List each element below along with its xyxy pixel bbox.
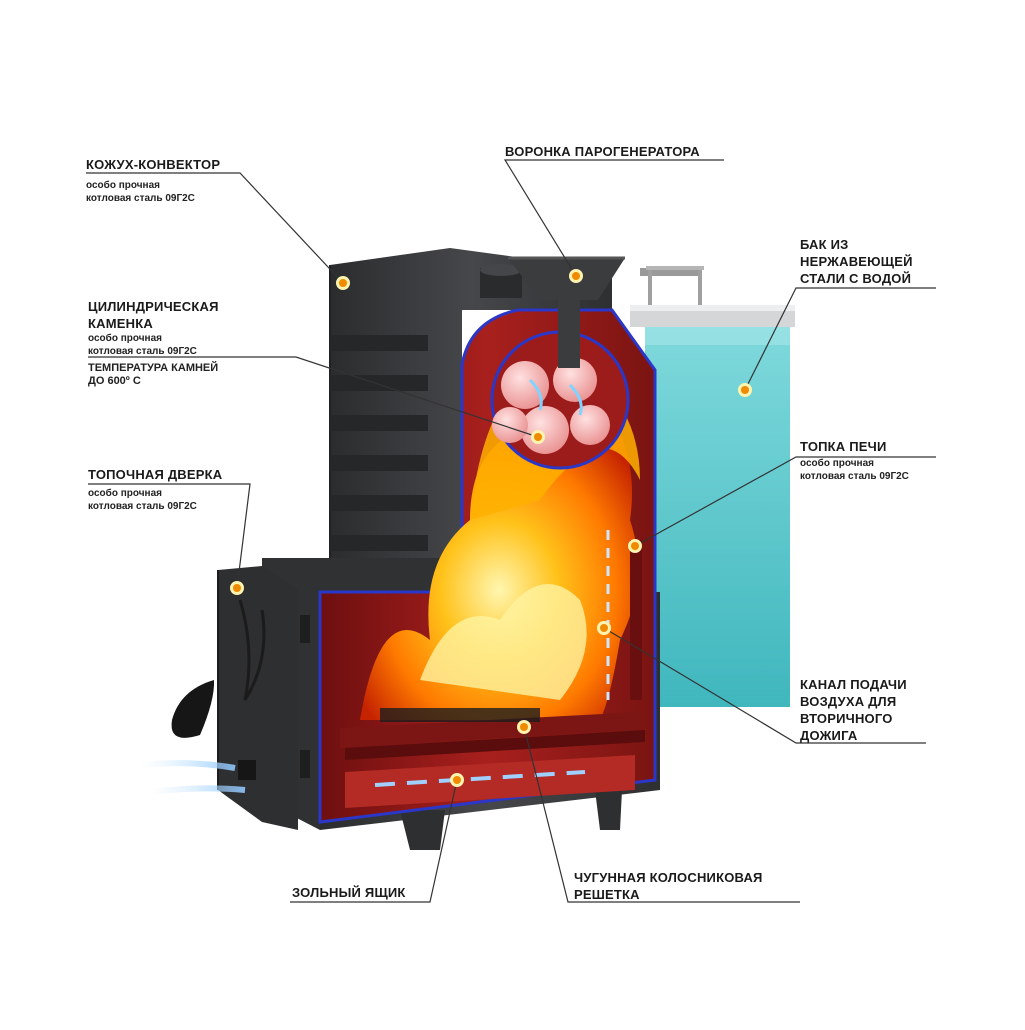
label-firebox: ТОПКА ПЕЧИ особо прочная котловая сталь … xyxy=(800,438,909,483)
label-ashbox-title: ЗОЛЬНЫЙ ЯЩИК xyxy=(292,885,406,900)
marker-tank xyxy=(738,383,752,397)
label-funnel: ВОРОНКА ПАРОГЕНЕРАТОРА xyxy=(505,143,700,160)
label-channel: КАНАЛ ПОДАЧИ ВОЗДУХА ДЛЯ ВТОРИЧНОГО ДОЖИ… xyxy=(800,676,907,744)
label-tank-line3: СТАЛИ С ВОДОЙ xyxy=(800,271,912,286)
label-stones-line2: КАМЕНКА xyxy=(88,316,153,331)
label-tank: БАК ИЗ НЕРЖАВЕЮЩЕЙ СТАЛИ С ВОДОЙ xyxy=(800,236,913,287)
label-firebox-sub2: котловая сталь 09Г2С xyxy=(800,471,909,482)
marker-door xyxy=(230,581,244,595)
marker-funnel xyxy=(569,269,583,283)
marker-casing xyxy=(336,276,350,290)
label-channel-line4: ДОЖИГА xyxy=(800,728,858,743)
marker-stones xyxy=(531,430,545,444)
label-casing-title: КОЖУХ-КОНВЕКТОР xyxy=(86,157,221,172)
callout-markers xyxy=(230,269,752,787)
label-firebox-title: ТОПКА ПЕЧИ xyxy=(800,439,887,454)
marker-firebox xyxy=(628,539,642,553)
label-grate: ЧУГУННАЯ КОЛОСНИКОВАЯ РЕШЕТКА xyxy=(574,869,763,903)
label-casing-sub1: особо прочная xyxy=(86,180,160,191)
steam-funnel xyxy=(508,256,625,368)
marker-ashbox xyxy=(450,773,464,787)
water-tank xyxy=(630,266,795,707)
label-door-sub2: котловая сталь 09Г2С xyxy=(88,501,197,512)
label-funnel-title: ВОРОНКА ПАРОГЕНЕРАТОРА xyxy=(505,144,700,159)
label-door-sub1: особо прочная xyxy=(88,488,162,499)
marker-grate xyxy=(517,720,531,734)
label-channel-line1: КАНАЛ ПОДАЧИ xyxy=(800,677,907,692)
label-casing-sub2: котловая сталь 09Г2С xyxy=(86,193,195,204)
casing-convector xyxy=(329,248,612,572)
label-tank-line2: НЕРЖАВЕЮЩЕЙ xyxy=(800,254,913,269)
label-grate-line2: РЕШЕТКА xyxy=(574,887,640,902)
label-channel-line3: ВТОРИЧНОГО xyxy=(800,711,893,726)
firebox-section xyxy=(318,308,657,824)
label-stones-temp2: ДО 600º С xyxy=(88,375,141,387)
label-grate-line1: ЧУГУННАЯ КОЛОСНИКОВАЯ xyxy=(574,870,763,885)
label-firebox-sub1: особо прочная xyxy=(800,458,874,469)
label-door: ТОПОЧНАЯ ДВЕРКА особо прочная котловая с… xyxy=(88,466,222,513)
label-stones: ЦИЛИНДРИЧЕСКАЯ КАМЕНКА особо прочная кот… xyxy=(88,298,219,388)
label-ashbox: ЗОЛЬНЫЙ ЯЩИК xyxy=(292,884,406,901)
label-door-title: ТОПОЧНАЯ ДВЕРКА xyxy=(88,467,223,482)
label-stones-line1: ЦИЛИНДРИЧЕСКАЯ xyxy=(88,299,219,314)
leader-lines xyxy=(86,159,936,903)
fire-door xyxy=(171,566,310,830)
label-stones-sub2: котловая сталь 09Г2С xyxy=(88,346,197,357)
label-stones-temp1: ТЕМПЕРАТУРА КАМНЕЙ xyxy=(88,362,219,374)
label-casing: КОЖУХ-КОНВЕКТОР особо прочная котловая с… xyxy=(86,156,220,205)
label-tank-line1: БАК ИЗ xyxy=(800,237,849,252)
marker-channel xyxy=(597,621,611,635)
incoming-air xyxy=(139,760,246,795)
label-channel-line2: ВОЗДУХА ДЛЯ xyxy=(800,694,897,709)
label-stones-sub1: особо прочная xyxy=(88,333,162,344)
